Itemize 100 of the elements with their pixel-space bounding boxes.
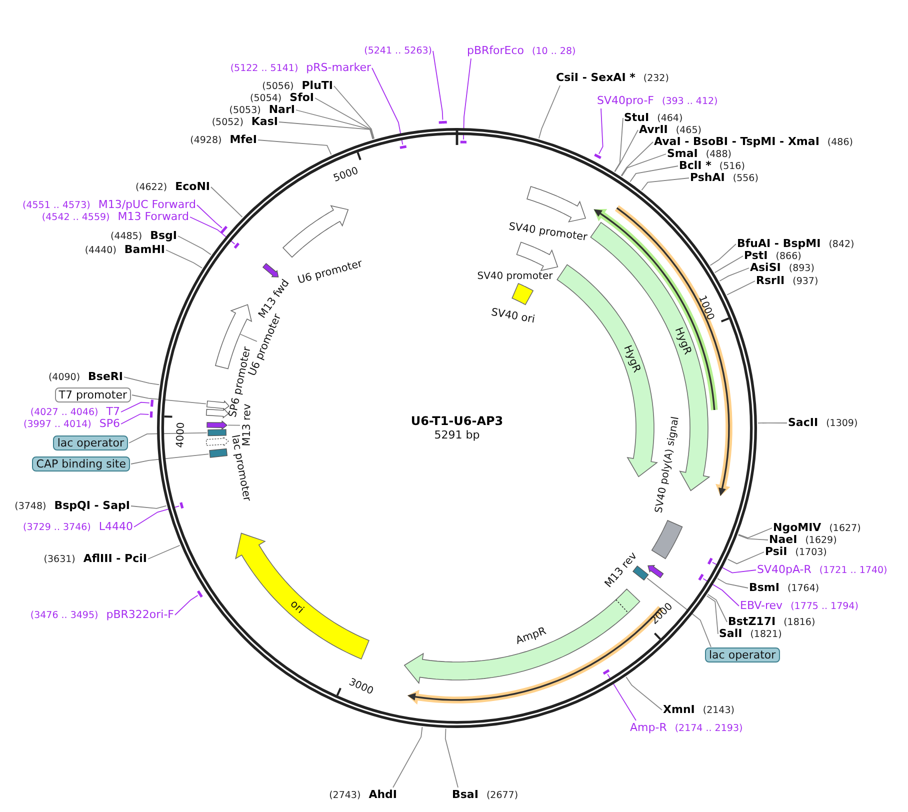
cut-site-position: (464) (657, 112, 683, 125)
feature-label: T7 promoter (54, 388, 131, 402)
primer-name: Amp-R (630, 721, 667, 734)
cut-site-position: (516) (719, 160, 745, 172)
leader-line (717, 578, 748, 588)
enzyme-name: PshAI (690, 171, 725, 184)
enzyme-name: StuI (624, 111, 650, 124)
cut-site-position: (3748) (14, 500, 46, 513)
leader-line (758, 422, 788, 424)
leader-line (432, 50, 444, 120)
leader-line (714, 256, 744, 274)
primer-name: EBV-rev (740, 599, 783, 612)
primer-name: T7 (106, 405, 120, 418)
leader-line (130, 454, 210, 464)
leader-line (719, 268, 750, 282)
leader-line (630, 166, 678, 182)
enzyme-name: PsiI (765, 545, 788, 558)
cut-site-position: (4485) (110, 230, 142, 243)
primer-position: (3729 .. 3746) (23, 521, 91, 534)
leader-line (128, 432, 208, 444)
primer-name: pRS-marker (306, 61, 371, 74)
cut-site-position: (842) (828, 238, 854, 251)
leader-line (463, 58, 472, 140)
enzyme-name: KasI (251, 115, 278, 128)
leader-line (124, 376, 160, 386)
leader-line (130, 505, 167, 509)
primer-position: (4551 .. 4573) (22, 199, 90, 212)
enzyme-name: PstI (744, 249, 768, 262)
cut-site-position: (5052) (212, 116, 244, 129)
enzyme-name: BstZ17I (728, 615, 776, 628)
feature-label: SV40 promoter (477, 270, 553, 283)
leader-line (190, 216, 236, 244)
primer-name: L4440 (98, 520, 133, 533)
enzyme-name: RsrII (756, 274, 785, 287)
leader-line (210, 186, 243, 218)
leader-line (598, 108, 604, 154)
cut-site-position: (1764) (788, 582, 820, 595)
leader-line (296, 110, 374, 140)
leader-line (620, 142, 654, 176)
primer-mark (460, 140, 467, 144)
primer-mark (196, 590, 203, 598)
leader-line (646, 578, 712, 648)
leader-line (166, 250, 202, 268)
enzyme-name: AhdI (368, 788, 397, 801)
enzyme-name: BclI * (679, 159, 712, 172)
leader-line (702, 578, 740, 606)
primer-name: M13 Forward (118, 210, 189, 223)
enzyme-name: SfoI (290, 91, 314, 104)
cut-site-position: (4622) (136, 181, 168, 194)
leader-line (727, 552, 764, 564)
leader-line (444, 728, 458, 788)
leader-line (196, 204, 222, 228)
cut-site-position: (1816) (784, 616, 816, 629)
cut-site-position: (1703) (795, 546, 827, 559)
enzyme-name: AflIII - PciI (83, 552, 147, 565)
cut-site-position: (488) (706, 148, 732, 160)
leader-line (707, 594, 728, 622)
leader-line (614, 130, 638, 172)
feature-label: HygR (672, 326, 694, 357)
cut-site-position: (2743) (329, 789, 361, 802)
tick-label: 5000 (332, 165, 360, 184)
feature-label: ori (288, 598, 306, 616)
enzyme-name: SacII (788, 416, 818, 429)
primer-mark (602, 669, 610, 675)
sequence-length: 5291 bp (434, 430, 480, 440)
leader-line (120, 414, 150, 424)
leader-line (538, 85, 560, 139)
leader-line (738, 534, 768, 540)
primer-mark (400, 145, 407, 150)
enzyme-name: SalI (719, 627, 742, 640)
leader-line (174, 594, 198, 616)
primer-mark (180, 502, 184, 509)
enzyme-name: CsiI - SexAI * (556, 71, 636, 84)
enzyme-name: AvaI - BsoBI - TspMI - XmaI (654, 135, 820, 148)
primer-position: (5241 .. 5263) (364, 44, 432, 58)
leader-line (148, 544, 180, 560)
cut-site-position: (937) (792, 275, 818, 288)
cut-site-position: (1629) (805, 534, 837, 547)
cut-site-position: (2143) (702, 704, 734, 717)
leader-line (641, 178, 690, 191)
leader-line (372, 68, 404, 145)
primer-mark (698, 574, 704, 581)
primer-position: (4027 .. 4046) (30, 406, 98, 419)
enzyme-name: XmnI (663, 703, 695, 716)
primer-position: (2174 .. 2193) (674, 722, 743, 735)
enzyme-name: BsgI (150, 229, 177, 242)
enzyme-name: NgoMIV (773, 521, 822, 534)
leader-line (258, 140, 332, 155)
cut-site-position: (4440) (84, 244, 116, 257)
enzyme-name: BsaI (452, 788, 478, 801)
leader-line (706, 595, 718, 634)
cut-site-position: (4090) (48, 371, 80, 384)
primer-mark (438, 120, 447, 124)
enzyme-name: EcoNI (175, 180, 210, 193)
feature-marker (206, 400, 230, 411)
primer-position: (4542 .. 4559) (42, 211, 110, 224)
primer-mark (707, 558, 713, 565)
primer-mark (150, 411, 153, 418)
leader-line (178, 236, 212, 256)
enzyme-name: BfuAI - BspMI (737, 237, 821, 250)
